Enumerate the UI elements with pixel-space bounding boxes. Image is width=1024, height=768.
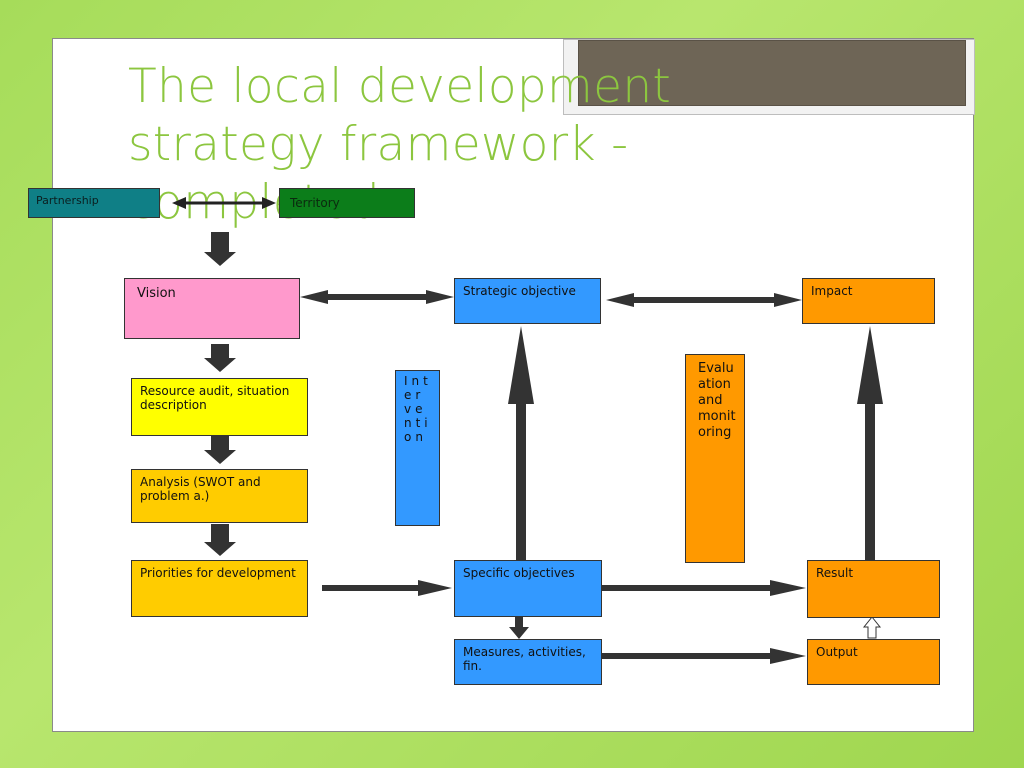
decorative-photo-frame: [563, 39, 975, 115]
result-box: Result: [807, 560, 940, 618]
slide-title: The local development strategy framework…: [128, 59, 672, 230]
evaluation-monitoring-box: Evaluation and monitoring: [685, 354, 745, 563]
analysis-box: Analysis (SWOT and problem a.): [131, 469, 308, 523]
partnership-box: Partnership: [28, 188, 160, 218]
impact-box: Impact: [802, 278, 935, 324]
resource-audit-box: Resource audit, situation description: [131, 378, 308, 436]
decorative-photo: [578, 40, 966, 106]
measures-box: Measures, activities, fin.: [454, 639, 602, 685]
specific-objectives-box: Specific objectives: [454, 560, 602, 617]
territory-box: Territory: [279, 188, 415, 218]
output-box: Output: [807, 639, 940, 685]
vision-box: Vision: [124, 278, 300, 339]
strategic-objective-box: Strategic objective: [454, 278, 601, 324]
intervention-box: Intervention: [395, 370, 440, 526]
priorities-box: Priorities for development: [131, 560, 308, 617]
